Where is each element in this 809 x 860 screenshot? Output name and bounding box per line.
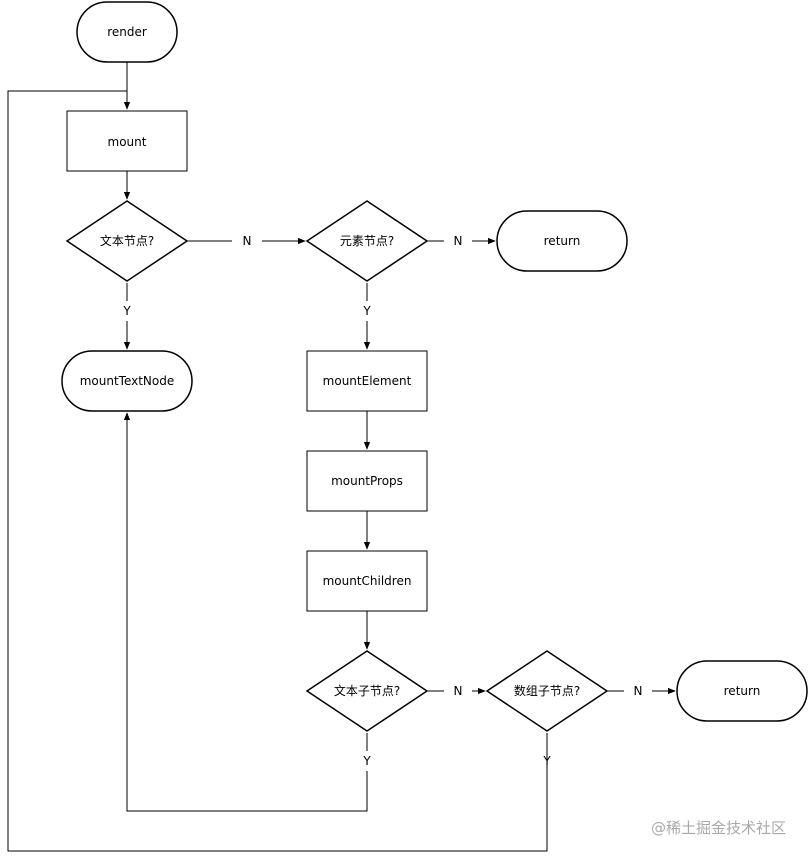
node-is-text-node-label: 文本节点? — [100, 233, 154, 248]
watermark: @稀土掘金技术社区 — [651, 819, 786, 837]
node-mount-children: mountChildren — [306, 550, 428, 612]
edge-text-child-yes — [127, 413, 368, 812]
node-mount-props-label: mountProps — [331, 474, 403, 488]
edge-label-text-child-yes: Y — [362, 754, 371, 768]
edge-label-text-yes: Y — [122, 304, 131, 318]
decision-shape — [485, 650, 609, 732]
node-mount-children-label: mountChildren — [323, 574, 412, 588]
node-is-element-node: 元素节点? — [305, 200, 429, 282]
terminator-shape — [76, 1, 178, 63]
process-shape — [306, 450, 428, 512]
node-mount-text-node: mountTextNode — [61, 350, 193, 412]
edge-labels: N N Y Y N N Y Y — [122, 234, 642, 768]
node-return-1: return — [496, 210, 628, 272]
terminator-shape — [676, 660, 808, 722]
process-shape — [66, 110, 188, 172]
node-is-array-child-label: 数组子节点? — [514, 683, 580, 698]
edge-label-array-child-no: N — [634, 684, 643, 698]
edge-loop-back-to-mount — [7, 90, 548, 852]
node-return-1-label: return — [544, 234, 581, 248]
decision-shape — [305, 650, 429, 732]
node-return-2: return — [676, 660, 808, 722]
node-mount-label: mount — [108, 135, 147, 149]
node-is-text-child-label: 文本子节点? — [334, 683, 400, 698]
node-mount-element-label: mountElement — [323, 374, 412, 388]
node-is-text-node: 文本节点? — [65, 200, 189, 282]
terminator-shape — [496, 210, 628, 272]
edge-label-element-no: N — [454, 234, 463, 248]
node-mount-element: mountElement — [306, 350, 428, 412]
node-mount-text-node-label: mountTextNode — [80, 374, 175, 388]
node-render: render — [76, 1, 178, 63]
process-shape — [306, 350, 428, 412]
process-shape — [306, 550, 428, 612]
node-mount: mount — [66, 110, 188, 172]
edge-label-array-child-yes: Y — [542, 754, 551, 768]
edges — [7, 62, 675, 852]
node-render-label: render — [107, 25, 147, 39]
node-is-element-node-label: 元素节点? — [340, 234, 394, 248]
edge-label-text-child-no: N — [454, 684, 463, 698]
node-mount-props: mountProps — [306, 450, 428, 512]
edge-label-element-yes: Y — [362, 304, 371, 318]
terminator-shape — [61, 350, 193, 412]
node-return-2-label: return — [724, 684, 761, 698]
edge-label-text-no: N — [243, 234, 252, 248]
node-is-text-child: 文本子节点? — [305, 650, 429, 732]
node-is-array-child: 数组子节点? — [485, 650, 609, 732]
decision-shape — [305, 200, 429, 282]
decision-shape — [65, 200, 189, 282]
